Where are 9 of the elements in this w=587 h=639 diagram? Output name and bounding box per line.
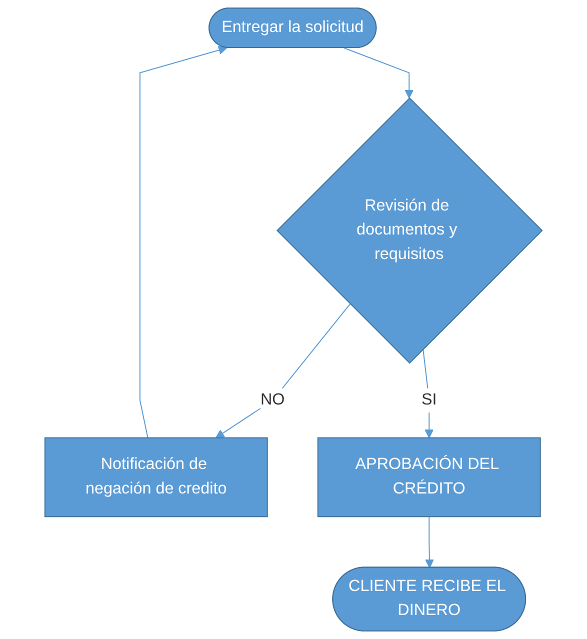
- edge-label: SI: [421, 391, 437, 408]
- arrow: [139, 46, 228, 438]
- arrow: [344, 48, 414, 98]
- node-box: APROBACIÓN DEL CRÉDITO: [317, 437, 541, 518]
- arrow: [216, 304, 350, 438]
- edge-label: NO: [260, 391, 285, 408]
- node-diamond: Revisión de documentos y requisitos: [276, 97, 543, 364]
- arrow: [425, 516, 434, 568]
- node-box: Notificación de negación de credito: [44, 437, 268, 518]
